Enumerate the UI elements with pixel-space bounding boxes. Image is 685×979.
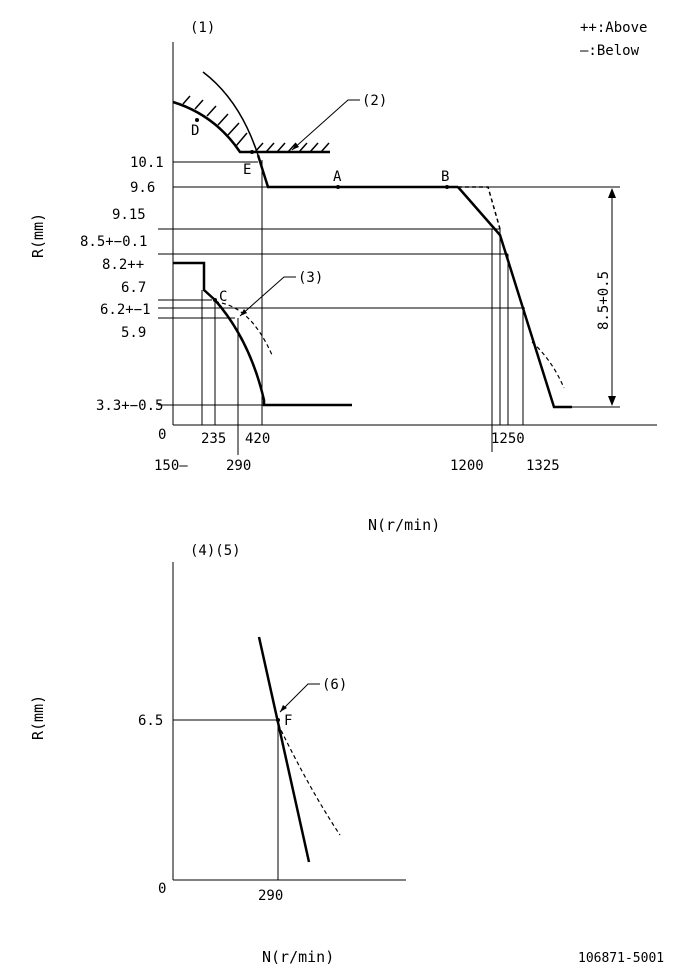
top-y-axis-title: R(mm) xyxy=(29,213,47,258)
c-droop-curve xyxy=(214,299,352,407)
point-e-marker xyxy=(250,150,254,154)
f-solid-line xyxy=(257,636,311,863)
callout-6-leader xyxy=(279,683,320,713)
y-tick-8-5: 8.5+−0.1 xyxy=(80,234,147,250)
dimension-label: 8.5+0.5 xyxy=(596,271,612,330)
y-tick-10-1: 10.1 xyxy=(130,155,164,171)
point-f-label: F xyxy=(284,713,292,729)
x-tick-420: 420 xyxy=(245,431,270,447)
point-c-label: C xyxy=(219,289,227,305)
hatched-limit-curve xyxy=(172,100,330,154)
point-a-marker xyxy=(336,185,340,189)
callout-3-leader xyxy=(239,276,296,317)
y-tick-6-2: 6.2+−1 xyxy=(100,302,151,318)
y-tick-8-2: 8.2++ xyxy=(102,257,144,273)
point-e-label: E xyxy=(243,162,251,178)
point-a-label: A xyxy=(333,169,342,185)
legend-above: ++:Above xyxy=(580,20,647,36)
top-origin-label: 0 xyxy=(158,427,166,443)
c-dashed-curve xyxy=(214,301,273,356)
callout-2-arrowhead xyxy=(292,143,299,150)
callout-6-arrowhead xyxy=(280,705,287,712)
callout-2-label: (2) xyxy=(362,93,387,109)
top-diagram: (1) R(mm) N(r/min) 0 10.1 9.6 9.15 8.5+−… xyxy=(29,20,657,534)
x-tick-1200: 1200 xyxy=(450,458,484,474)
bottom-note-label: (4)(5) xyxy=(190,543,241,559)
x-tick-1325: 1325 xyxy=(526,458,560,474)
drawing-number: 106871-5001 xyxy=(578,951,664,966)
x-tick-150: 150— xyxy=(154,458,188,474)
y-tick-6-7: 6.7 xyxy=(121,280,146,296)
callout-3-label: (3) xyxy=(298,270,323,286)
x-tick-290: 290 xyxy=(226,458,251,474)
bottom-y-tick: 6.5 xyxy=(138,713,163,729)
bottom-origin-label: 0 xyxy=(158,881,166,897)
start-step-line xyxy=(173,261,216,301)
point-b-label: B xyxy=(441,169,449,185)
y-tick-9-6: 9.6 xyxy=(130,180,155,196)
b-dashed-below xyxy=(531,341,565,389)
point-c-marker xyxy=(213,298,217,302)
legend-below: —:Below xyxy=(580,43,640,59)
bottom-x-tick: 290 xyxy=(258,888,283,904)
callout-3-arrowhead xyxy=(240,309,247,316)
callout-2-leader xyxy=(291,99,360,151)
bottom-y-axis-title: R(mm) xyxy=(29,695,47,740)
droop-curve xyxy=(202,71,259,156)
bottom-diagram: (4)(5) R(mm) N(r/min) 0 6.5 290 F (6) xyxy=(29,543,406,966)
hatch-marks xyxy=(182,95,330,153)
b-droop-line xyxy=(457,186,572,409)
dimension-arrow-top xyxy=(608,188,616,198)
dimension-arrow-bottom xyxy=(608,396,616,406)
bottom-x-axis-title: N(r/min) xyxy=(262,948,334,966)
main-governor-line xyxy=(256,154,458,189)
y-tick-3-3: 3.3+−0.5 xyxy=(96,398,163,414)
x-tick-235: 235 xyxy=(201,431,226,447)
point-d-label: D xyxy=(191,123,199,139)
top-x-axis-title: N(r/min) xyxy=(368,516,440,534)
point-b-marker xyxy=(445,185,449,189)
top-note-label: (1) xyxy=(190,20,215,36)
f-dashed-line xyxy=(277,723,341,836)
point-f-marker xyxy=(276,718,280,722)
point-d-marker xyxy=(195,118,199,122)
callout-6-label: (6) xyxy=(322,677,347,693)
y-tick-9-15: 9.15 xyxy=(112,207,146,223)
x-tick-1250: 1250 xyxy=(491,431,525,447)
b-dashed-above xyxy=(458,186,501,230)
y-tick-5-9: 5.9 xyxy=(121,325,146,341)
